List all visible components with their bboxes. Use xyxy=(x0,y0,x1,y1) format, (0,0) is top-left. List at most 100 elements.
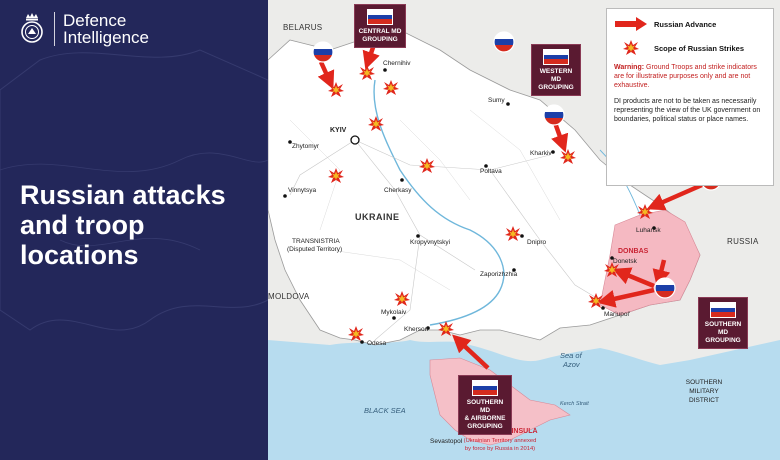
arrow-crimea-kherson xyxy=(452,334,490,370)
label-sea-of-azov-1: Sea of xyxy=(560,351,583,360)
city-zaporizhzhia: Zaporizhzhia xyxy=(480,271,518,278)
city-dot-kyiv xyxy=(350,135,360,145)
city-dot-dnipro xyxy=(520,234,524,238)
city-dot-sumy xyxy=(506,102,510,106)
defence-intelligence-logo: Defence Intelligence xyxy=(18,12,149,46)
city-zhytomyr: Zhytomyr xyxy=(292,143,320,150)
road-network xyxy=(289,139,601,341)
legend-warning-lead: Warning: xyxy=(614,64,645,71)
brand-line-2: Intelligence xyxy=(63,28,150,47)
city-donetsk: Donetsk xyxy=(613,258,638,265)
group-line-2: GROUPING xyxy=(705,337,741,344)
map-legend: Russian Advance Scope of Russian Strikes… xyxy=(606,8,774,186)
city-kharkiv: Kharkiv xyxy=(530,150,552,157)
background-map-ghost xyxy=(0,49,268,331)
group-line-2: & AIRBORNE xyxy=(464,415,506,422)
western-md-grouping-badge: WESTERN MD GROUPING xyxy=(531,44,581,96)
city-dot-poltava xyxy=(484,164,488,168)
city-dot-kharkiv xyxy=(551,150,555,154)
red-arrow-icon xyxy=(615,17,647,31)
page-title: Russian attacks and troop locations xyxy=(20,180,226,270)
legend-warning-text: Ground Troops and strike indicators are … xyxy=(614,64,757,89)
russian-flag-icon xyxy=(472,380,498,396)
city-poltava: Poltava xyxy=(480,168,502,175)
russian-flag-icon xyxy=(710,302,736,318)
label-southern-military-district: SOUTHERN MILITARY DISTRICT xyxy=(686,379,723,404)
arrow-belarus-west xyxy=(317,61,335,90)
arrow-donetsk xyxy=(612,267,655,289)
flag-circle-western xyxy=(543,104,565,126)
map-canvas: BELARUS UKRAINE RUSSIA MOLDOVA TRANSNIST… xyxy=(268,0,780,460)
label-transnistria-sub: (Disputed Territory) xyxy=(287,246,342,253)
smd-line-3: DISTRICT xyxy=(689,397,719,404)
label-russia: RUSSIA xyxy=(727,237,759,246)
city-cherkasy: Cherkasy xyxy=(384,187,412,194)
city-kherson: Kherson xyxy=(404,326,429,333)
strike-burst-icon xyxy=(623,40,639,55)
city-dot-odesa xyxy=(360,340,364,344)
group-line-1: SOUTHERN MD xyxy=(704,321,742,336)
city-sevastopol: Sevastopol xyxy=(430,438,463,445)
dnipro-river xyxy=(373,79,505,326)
brand-name: Defence Intelligence xyxy=(63,12,149,46)
label-transnistria: TRANSNISTRIA xyxy=(292,238,340,245)
city-vinnytsya: Vinnytsya xyxy=(288,187,316,194)
label-crimea-sub-1: (Ukrainian Territory annexed xyxy=(464,438,537,444)
royal-crest-icon xyxy=(21,13,43,43)
label-black-sea: BLACK SEA xyxy=(364,406,406,415)
city-dot-chernihiv xyxy=(383,68,387,72)
legend-advance-label: Russian Advance xyxy=(654,19,717,29)
city-dot-luhansk xyxy=(652,226,656,230)
city-dot-kropyvnytskyi xyxy=(416,234,420,238)
city-dot-mariupol xyxy=(601,306,605,310)
city-odesa: Odesa xyxy=(367,340,387,347)
central-md-grouping-badge: CENTRAL MD GROUPING xyxy=(354,4,406,48)
label-sea-of-azov-2: Azov xyxy=(562,360,581,369)
city-mariupol: Mariupol' xyxy=(604,311,630,318)
city-dnipro: Dnipro xyxy=(527,239,547,246)
flag-circle-donbas xyxy=(654,277,676,299)
title-panel: Defence Intelligence Russian attacks and… xyxy=(0,0,268,460)
group-line-2: GROUPING xyxy=(362,36,398,43)
city-dot-zaporizhzhia xyxy=(512,268,516,272)
oblast-borders xyxy=(289,109,561,291)
group-line-1: CENTRAL MD xyxy=(358,28,402,35)
flag-circle-north xyxy=(493,31,515,53)
city-dot-mykolaiv xyxy=(392,316,396,320)
label-moldova: MOLDOVA xyxy=(268,292,310,301)
city-sumy: Sumy xyxy=(488,97,505,104)
city-dot-zhytomyr xyxy=(288,140,292,144)
legend-strikes-label: Scope of Russian Strikes xyxy=(654,43,745,53)
legend-warning: Warning: Ground Troops and strike indica… xyxy=(614,63,766,90)
label-crimea-sub-2: by force by Russia in 2014) xyxy=(465,446,535,452)
city-dot-donetsk xyxy=(610,256,614,260)
smd-line-1: SOUTHERN xyxy=(686,379,723,386)
russian-flag-icon xyxy=(367,9,393,25)
city-kropyvnytskyi: Kropyvnytskyi xyxy=(410,239,450,246)
label-donbas: DONBAS xyxy=(618,248,649,255)
city-dot-kherson xyxy=(426,326,430,330)
flag-circle-belarus-west xyxy=(312,41,334,63)
southern-airborne-grouping-badge: SOUTHERN MD & AIRBORNE GROUPING xyxy=(458,375,512,435)
legend-row-strikes: Scope of Russian Strikes xyxy=(614,39,766,57)
label-belarus: BELARUS xyxy=(283,23,322,32)
city-dot-cherkasy xyxy=(400,178,404,182)
southern-md-grouping-badge: SOUTHERN MD GROUPING xyxy=(698,297,748,349)
city-luhansk: Luhansk xyxy=(636,227,661,234)
logo-divider xyxy=(54,12,55,46)
city-markers: Chernihiv Sumy KYIV Zhytomyr Kharkiv Pol… xyxy=(283,60,661,445)
arrow-luhansk xyxy=(646,182,703,211)
city-mykolaiv: Mykolaiv xyxy=(381,309,407,316)
smd-line-2: MILITARY xyxy=(689,388,719,395)
city-dot-vinnytsya xyxy=(283,194,287,198)
group-line-3: GROUPING xyxy=(467,423,503,430)
label-ukraine: UKRAINE xyxy=(355,212,400,222)
arrow-mariupol xyxy=(597,287,655,308)
group-line-1: WESTERN MD xyxy=(539,68,573,83)
russian-flag-icon xyxy=(543,49,569,65)
brand-line-1: Defence xyxy=(63,11,127,30)
label-kerch-strait: Kerch Strait xyxy=(560,401,589,407)
city-kyiv: KYIV xyxy=(330,127,347,134)
legend-disclaimer: DI products are not to be taken as neces… xyxy=(614,98,761,123)
group-line-1: SOUTHERN MD xyxy=(466,399,504,414)
